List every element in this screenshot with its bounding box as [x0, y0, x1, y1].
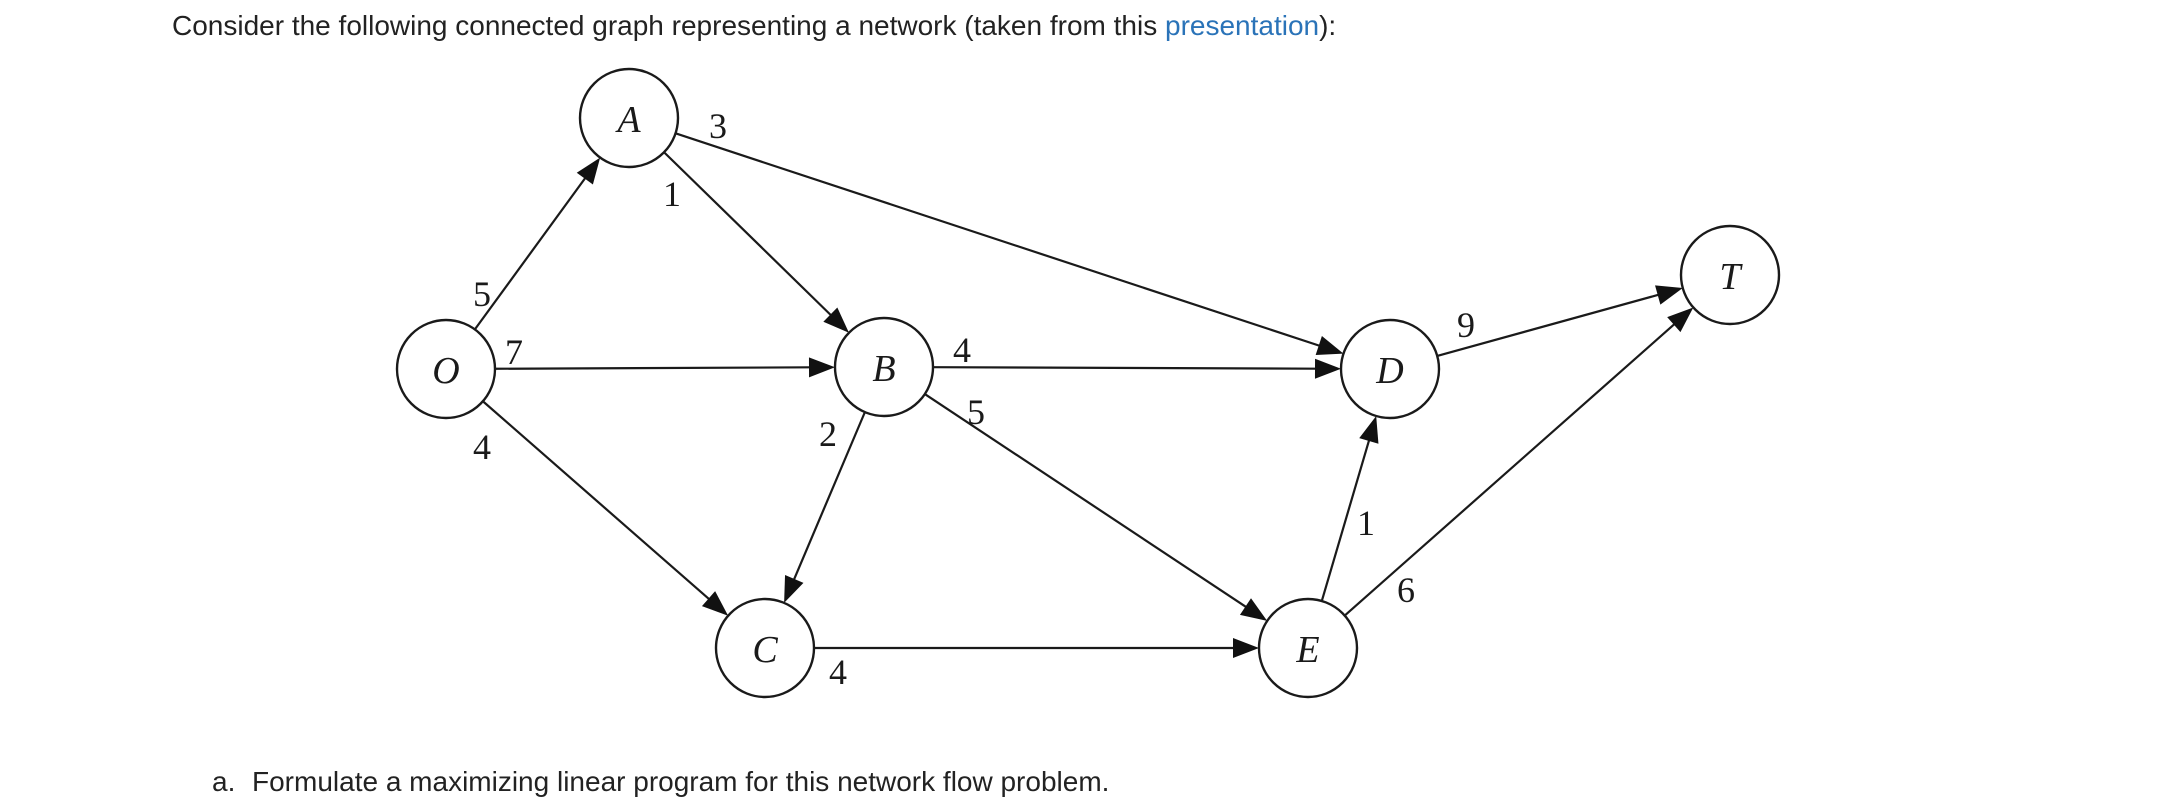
capacity-label-o-b: 7	[505, 332, 523, 372]
arrowhead-icon	[1314, 358, 1342, 379]
edge-line	[792, 411, 866, 582]
edge-c-e	[814, 638, 1259, 658]
edge-line	[482, 400, 711, 601]
arrowhead-icon	[1359, 416, 1379, 444]
edge-line	[663, 151, 833, 317]
edge-line	[675, 132, 1322, 348]
arrowhead-icon	[1239, 598, 1268, 621]
task-text: Formulate a maximizing linear program fo…	[252, 766, 1110, 797]
node-label: T	[1719, 256, 1743, 298]
edge-d-t	[1436, 285, 1683, 358]
node-circle	[1257, 597, 1359, 699]
node-circle	[833, 316, 935, 418]
presentation-link[interactable]: presentation	[1165, 10, 1320, 41]
edge-b-e	[924, 393, 1268, 621]
edge-b-c	[784, 411, 866, 603]
capacity-label-b-d: 4	[953, 330, 971, 370]
edge-line	[494, 366, 812, 370]
capacity-label-o-a: 5	[473, 274, 491, 314]
intro-text: Consider the following connected graph r…	[172, 10, 1165, 41]
node-label: A	[614, 99, 641, 141]
edges-layer	[473, 132, 1694, 658]
edge-a-b	[663, 151, 849, 333]
node-circle	[578, 67, 680, 169]
node-a: A	[578, 67, 680, 169]
node-b: B	[833, 316, 935, 418]
capacity-label-a-d: 3	[709, 106, 727, 146]
node-c: C	[714, 597, 816, 699]
edge-o-b	[494, 357, 836, 378]
arrowhead-icon	[701, 591, 729, 616]
arrowhead-icon	[784, 575, 804, 603]
arrowhead-icon	[823, 307, 849, 333]
edge-line	[932, 366, 1318, 370]
edge-e-t	[1343, 307, 1694, 617]
edge-line	[924, 393, 1248, 609]
arrowhead-icon	[576, 157, 601, 185]
edge-b-d	[932, 358, 1342, 379]
capacity-label-b-c: 2	[819, 414, 837, 454]
task-list: a. Formulate a maximizing linear program …	[212, 762, 1109, 802]
capacity-label-e-t: 6	[1397, 570, 1415, 610]
node-label: B	[872, 348, 895, 390]
capacity-label-e-d: 1	[1357, 503, 1375, 543]
capacity-label-a-b: 1	[663, 174, 681, 214]
node-d: D	[1339, 318, 1441, 420]
node-label: C	[752, 629, 778, 671]
capacity-label-d-t: 9	[1457, 305, 1475, 345]
node-t: T	[1679, 224, 1781, 326]
intro-text-end: ):	[1319, 10, 1337, 41]
arrowhead-icon	[1655, 285, 1683, 305]
nodes-layer: O A B C D E T	[395, 67, 1781, 699]
task-item-a: a. Formulate a maximizing linear program …	[212, 762, 1109, 802]
edge-e-d	[1320, 416, 1379, 602]
capacity-label-o-c: 4	[473, 427, 491, 467]
edge-line	[1343, 322, 1677, 617]
node-circle	[395, 318, 497, 420]
edge-a-d	[675, 132, 1344, 356]
arrowhead-icon	[808, 357, 836, 378]
capacity-label-b-e: 5	[967, 392, 985, 432]
edge-o-a	[473, 157, 601, 331]
edge-line	[473, 176, 587, 331]
arrowhead-icon	[1315, 336, 1344, 356]
edge-o-c	[482, 400, 729, 616]
node-o: O	[395, 318, 497, 420]
node-circle	[1339, 318, 1441, 420]
edge-line	[1320, 438, 1371, 602]
node-circle	[1679, 224, 1781, 326]
node-label: D	[1375, 350, 1403, 392]
node-label: E	[1295, 629, 1319, 671]
edge-line	[1436, 293, 1660, 358]
intro-paragraph: Consider the following connected graph r…	[172, 6, 1336, 46]
node-e: E	[1257, 597, 1359, 699]
arrowhead-icon	[1233, 638, 1259, 658]
capacity-label-c-e: 4	[829, 652, 847, 692]
task-marker: a.	[212, 766, 236, 797]
node-label: O	[432, 350, 459, 392]
node-circle	[714, 597, 816, 699]
arrowhead-icon	[1667, 307, 1694, 333]
